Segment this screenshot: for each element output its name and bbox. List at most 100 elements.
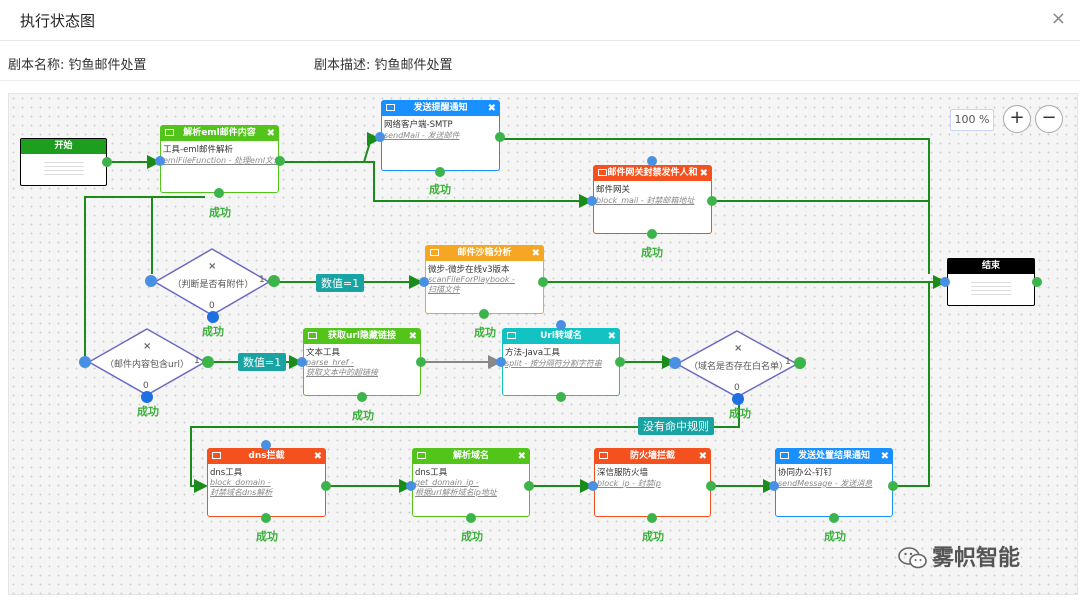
port[interactable] [647, 156, 657, 166]
port[interactable] [207, 311, 219, 323]
task-icon [165, 129, 174, 136]
close-icon[interactable]: ✖ [517, 451, 526, 462]
close-icon[interactable]: × [734, 343, 743, 354]
close-icon[interactable]: ✖ [607, 331, 616, 342]
port[interactable] [647, 513, 657, 523]
node-start[interactable]: 开始 [20, 138, 107, 186]
zoom-in-button[interactable]: + [1003, 105, 1031, 133]
port[interactable] [647, 229, 657, 239]
success-label: 成功 [641, 246, 663, 259]
port[interactable] [155, 156, 165, 166]
port[interactable] [706, 481, 716, 491]
port[interactable] [556, 320, 566, 330]
port[interactable] [275, 156, 285, 166]
success-label: 成功 [137, 405, 159, 418]
edge-label-no-rule: 没有命中规则 [638, 417, 714, 435]
node-end[interactable]: 结束 [947, 258, 1035, 306]
node-mail-gateway[interactable]: 邮件网关封禁发件人和✖ 邮件网关 block_mail - 封禁邮箱地址 [593, 165, 712, 234]
zoom-out-button[interactable]: − [1035, 105, 1063, 133]
port[interactable] [214, 188, 224, 198]
port[interactable] [888, 481, 898, 491]
zoom-level: 100 % [950, 109, 994, 131]
port[interactable] [829, 513, 839, 523]
port[interactable] [769, 481, 779, 491]
node-send-alert[interactable]: 发送提醒通知✖ 网络客户端-SMTP sendMail - 发送邮件 [381, 100, 500, 171]
port[interactable] [79, 356, 91, 368]
playbook-desc-label: 剧本描述: [314, 58, 371, 73]
port[interactable] [538, 277, 548, 287]
port[interactable] [261, 513, 271, 523]
port[interactable] [202, 356, 214, 368]
node-firewall[interactable]: 防火墙拦截✖ 深信服防火墙 block_ip - 封禁ip [594, 448, 711, 517]
edge-label-value1: 数值=1 [316, 274, 365, 292]
node-url-domain[interactable]: Url转域名✖ 方法-Java工具 split - 按分隔符分割字符串 [502, 328, 620, 396]
success-label: 成功 [352, 409, 374, 422]
port[interactable] [141, 391, 153, 403]
node-parse-domain[interactable]: 解析域名✖ dns工具 get_domain_ip - 根据url解析域名ip地… [412, 448, 530, 517]
port[interactable] [495, 132, 505, 142]
flow-canvas[interactable]: 开始 结束 解析eml邮件内容✖ 工具-eml邮件解析 emlFileFunct… [8, 93, 1078, 595]
port[interactable] [297, 357, 307, 367]
node-sandbox[interactable]: 邮件沙箱分析✖ 微步-微步在线v3版本 scanFileForPlaybook … [425, 245, 544, 314]
close-icon[interactable]: × [208, 261, 217, 272]
close-icon[interactable]: ✖ [698, 451, 707, 462]
playbook-name-label: 剧本名称: [8, 58, 65, 73]
success-label: 成功 [642, 530, 664, 543]
task-icon [386, 104, 395, 111]
close-icon[interactable]: ✖ [487, 103, 496, 114]
decision-attach-text: （判断是否有附件） [172, 280, 254, 290]
port[interactable] [794, 357, 806, 369]
node-end-title: 结束 [948, 259, 1034, 274]
port[interactable] [406, 481, 416, 491]
port[interactable] [435, 167, 445, 177]
port[interactable] [732, 393, 744, 405]
port[interactable] [357, 392, 367, 402]
port[interactable] [145, 275, 157, 287]
port[interactable] [496, 357, 506, 367]
port[interactable] [587, 196, 597, 206]
port[interactable] [940, 277, 950, 287]
port[interactable] [524, 481, 534, 491]
port[interactable] [416, 357, 426, 367]
node-get-url[interactable]: 获取url隐藏链接✖ 文本工具 parse_href - 获取文本中的超链接 [303, 328, 421, 396]
port[interactable] [321, 481, 331, 491]
close-icon[interactable]: ✖ [880, 451, 889, 462]
port[interactable] [466, 513, 476, 523]
node-send-result[interactable]: 发送处置结果通知✖ 协同办公-钉钉 sendMessage - 发送消息 [775, 448, 893, 517]
dialog-title: 执行状态图 [20, 12, 96, 30]
close-icon[interactable]: ✖ [313, 451, 322, 462]
port[interactable] [261, 440, 271, 450]
playbook-desc: 剧本描述: 钓鱼邮件处置 [314, 54, 453, 73]
port[interactable] [556, 392, 566, 402]
node-dns-block[interactable]: dns拦截✖ dns工具 block_domain - 封禁域名dns解析 [207, 448, 326, 517]
watermark: 雾帜智能 [898, 540, 1020, 572]
close-icon[interactable]: × [1050, 8, 1066, 29]
port[interactable] [615, 357, 625, 367]
port[interactable] [588, 481, 598, 491]
success-label: 成功 [429, 183, 451, 196]
port[interactable] [102, 157, 112, 167]
close-icon[interactable]: × [143, 341, 152, 352]
task-icon [507, 332, 516, 339]
port[interactable] [1032, 277, 1042, 287]
success-label: 成功 [729, 407, 751, 420]
task-icon [430, 249, 439, 256]
wechat-icon [898, 547, 928, 569]
port[interactable] [419, 277, 429, 287]
success-label: 成功 [461, 530, 483, 543]
flow-edges [84, 132, 947, 493]
task-icon [212, 452, 221, 459]
close-icon[interactable]: ✖ [531, 248, 540, 259]
close-icon[interactable]: ✖ [699, 168, 708, 179]
task-icon [417, 452, 426, 459]
task-icon [599, 452, 608, 459]
close-icon[interactable]: ✖ [266, 128, 275, 139]
close-icon[interactable]: ✖ [408, 331, 417, 342]
port[interactable] [669, 357, 681, 369]
port[interactable] [479, 309, 489, 319]
port[interactable] [375, 132, 385, 142]
port[interactable] [268, 275, 280, 287]
node-parse-eml[interactable]: 解析eml邮件内容✖ 工具-eml邮件解析 emlFileFunction - … [160, 125, 279, 193]
decision-url-text: （邮件内容包含url） [105, 360, 189, 370]
port[interactable] [707, 196, 717, 206]
